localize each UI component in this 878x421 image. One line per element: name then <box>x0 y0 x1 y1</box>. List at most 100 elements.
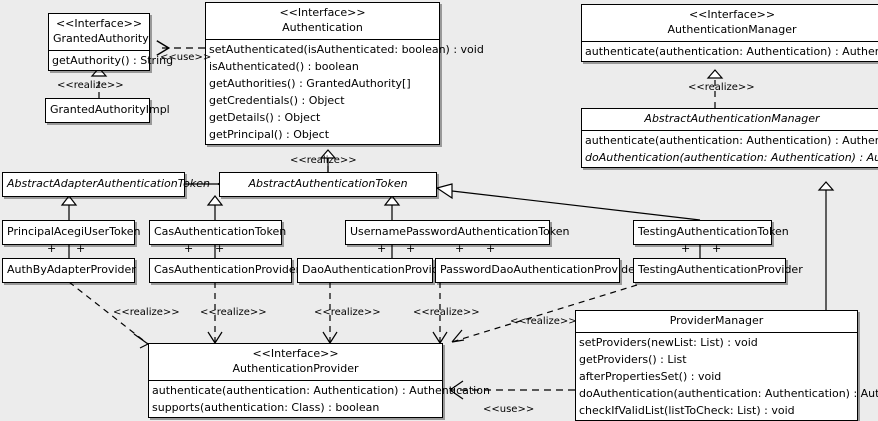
operation: getCredentials() : Object <box>209 94 345 107</box>
stereotype-label: <<Interface>> <box>252 347 339 360</box>
operations-compartment: getAuthority() : String <box>49 50 174 70</box>
operation: supports(authentication: Class) : boolea… <box>152 401 380 414</box>
operation: authenticate(authentication: Authenticat… <box>585 134 878 147</box>
plus-marker: + <box>712 242 722 255</box>
class-name: GrantedAuthority <box>53 32 149 45</box>
class-name: Authentication <box>282 21 363 34</box>
operations-compartment: setProviders(newList: List) : void getPr… <box>576 332 878 420</box>
class-name: AbstractAuthenticationToken <box>248 177 408 190</box>
label-realize-authentication: <<realize>> <box>290 155 357 166</box>
class-principal-acegi-user-token[interactable]: PrincipalAcegiUserToken <box>2 220 141 245</box>
class-dao-authentication-provider[interactable]: DaoAuthenticationProvider <box>297 258 450 283</box>
label-realize-dao-provider: <<realize>> <box>314 307 381 318</box>
class-name: GrantedAuthorityImpl <box>50 103 170 116</box>
class-name: PasswordDaoAuthenticationProvider <box>440 263 640 276</box>
class-name: TestingAuthenticationProvider <box>638 263 803 276</box>
operation: getAuthority() : String <box>52 54 174 67</box>
plus-marker: + <box>47 242 57 255</box>
class-name: AuthenticationProvider <box>232 362 359 375</box>
label-realize-authentication-manager: <<realize>> <box>688 82 755 93</box>
operation: getPrincipal() : Object <box>209 128 330 141</box>
class-username-password-authentication-token[interactable]: UsernamePasswordAuthenticationToken <box>345 220 570 245</box>
class-header: AbstractAdapterAuthenticationToken <box>3 173 210 196</box>
class-password-dao-authentication-provider[interactable]: PasswordDaoAuthenticationProvider <box>435 258 640 283</box>
class-auth-by-adapter-provider[interactable]: AuthByAdapterProvider <box>2 258 136 283</box>
stereotype-label: <<Interface>> <box>688 8 776 21</box>
plus-marker: + <box>406 242 416 255</box>
class-abstract-adapter-authentication-token[interactable]: AbstractAdapterAuthenticationToken <box>2 172 210 197</box>
class-abstract-authentication-manager[interactable]: AbstractAuthenticationManager authentica… <box>581 108 878 168</box>
operation: getDetails() : Object <box>209 111 321 124</box>
class-name: DaoAuthenticationProvider <box>302 263 450 276</box>
plus-marker: + <box>486 242 496 255</box>
class-provider-manager[interactable]: ProviderManager setProviders(newList: Li… <box>575 310 878 421</box>
class-abstract-authentication-token[interactable]: AbstractAuthenticationToken <box>219 172 437 197</box>
stereotype-label: <<Interface>> <box>279 6 366 19</box>
plus-marker: + <box>184 242 194 255</box>
class-header: UsernamePasswordAuthenticationToken <box>346 221 570 244</box>
label-realize-auth-by-adapter: <<realize>> <box>113 307 180 318</box>
plus-marker: + <box>377 242 387 255</box>
label-realize-cas-provider: <<realize>> <box>200 307 267 318</box>
class-header: DaoAuthenticationProvider <box>298 259 450 282</box>
label-realize-password-dao-provider: <<realize>> <box>413 307 480 318</box>
class-granted-authority[interactable]: <<Interface>> GrantedAuthority getAuthor… <box>48 13 174 71</box>
label-realize-granted-authority: <<realize>> <box>57 80 124 91</box>
class-header: AuthByAdapterProvider <box>3 259 136 282</box>
class-header: TestingAuthenticationProvider <box>634 259 803 282</box>
class-authentication-provider[interactable]: <<Interface>> AuthenticationProvider aut… <box>148 343 490 418</box>
operation: afterPropertiesSet() : void <box>579 370 722 383</box>
class-header: <<Interface>> Authentication <box>206 3 439 39</box>
operation: isAuthenticated() : boolean <box>209 60 359 73</box>
plus-marker: + <box>681 242 691 255</box>
class-name: ProviderManager <box>669 314 764 327</box>
class-cas-authentication-token[interactable]: CasAuthenticationToken <box>149 220 287 245</box>
class-testing-authentication-provider[interactable]: TestingAuthenticationProvider <box>633 258 803 283</box>
class-cas-authentication-provider[interactable]: CasAuthenticationProvider <box>149 258 301 283</box>
class-header: AbstractAuthenticationManager <box>582 109 878 130</box>
class-header: GrantedAuthorityImpl <box>46 99 170 122</box>
class-header: CasAuthenticationProvider <box>150 259 301 282</box>
label-use-provider-manager: <<use>> <box>483 404 535 415</box>
stereotype-label: <<Interface>> <box>55 17 143 30</box>
class-name: TestingAuthenticationToken <box>638 225 789 238</box>
class-name: CasAuthenticationToken <box>154 225 287 238</box>
class-header: PasswordDaoAuthenticationProvider <box>436 259 640 282</box>
operation: getAuthorities() : GrantedAuthority[] <box>209 77 411 90</box>
operation: doAuthentication(authentication: Authent… <box>579 387 878 400</box>
class-header: <<Interface>> GrantedAuthority <box>49 14 149 50</box>
class-header: TestingAuthenticationToken <box>634 221 789 244</box>
class-testing-authentication-token[interactable]: TestingAuthenticationToken <box>633 220 789 245</box>
plus-marker: + <box>455 242 465 255</box>
class-name: CasAuthenticationProvider <box>154 263 301 276</box>
class-authentication-manager[interactable]: <<Interface>> AuthenticationManager auth… <box>581 4 878 62</box>
operation: getProviders() : List <box>579 353 687 366</box>
class-name: UsernamePasswordAuthenticationToken <box>350 225 570 238</box>
operation: checkIfValidList(listToCheck: List) : vo… <box>579 404 795 417</box>
class-header: <<Interface>> AuthenticationProvider <box>149 344 442 380</box>
operation: authenticate(authentication: Authenticat… <box>585 45 878 58</box>
class-header: AbstractAuthenticationToken <box>220 173 436 196</box>
operations-compartment: authenticate(authentication: Authenticat… <box>582 41 878 61</box>
class-header: PrincipalAcegiUserToken <box>3 221 141 244</box>
class-header: ProviderManager <box>576 311 857 332</box>
operations-compartment: setAuthenticated(isAuthenticated: boolea… <box>206 39 484 144</box>
operation: setProviders(newList: List) : void <box>579 336 758 349</box>
label-realize-testing-provider: <<realize>> <box>510 316 577 327</box>
class-name: AbstractAdapterAuthenticationToken <box>7 177 210 190</box>
class-header: CasAuthenticationToken <box>150 221 287 244</box>
class-name: PrincipalAcegiUserToken <box>7 225 141 238</box>
label-use-authentication-granted-authority: <<use>> <box>160 52 212 63</box>
operation: setAuthenticated(isAuthenticated: boolea… <box>209 43 484 56</box>
operation: doAuthentication(authentication: Authent… <box>585 151 878 164</box>
class-name: AuthByAdapterProvider <box>7 263 136 276</box>
class-name: AuthenticationManager <box>667 23 797 36</box>
plus-marker: + <box>76 242 86 255</box>
class-authentication[interactable]: <<Interface>> Authentication setAuthenti… <box>205 2 484 145</box>
operation: authenticate(authentication: Authenticat… <box>152 384 490 397</box>
class-header: <<Interface>> AuthenticationManager <box>582 5 878 41</box>
operations-compartment: authenticate(authentication: Authenticat… <box>149 380 490 417</box>
class-granted-authority-impl[interactable]: GrantedAuthorityImpl <box>45 98 170 123</box>
class-name: AbstractAuthenticationManager <box>644 112 820 125</box>
